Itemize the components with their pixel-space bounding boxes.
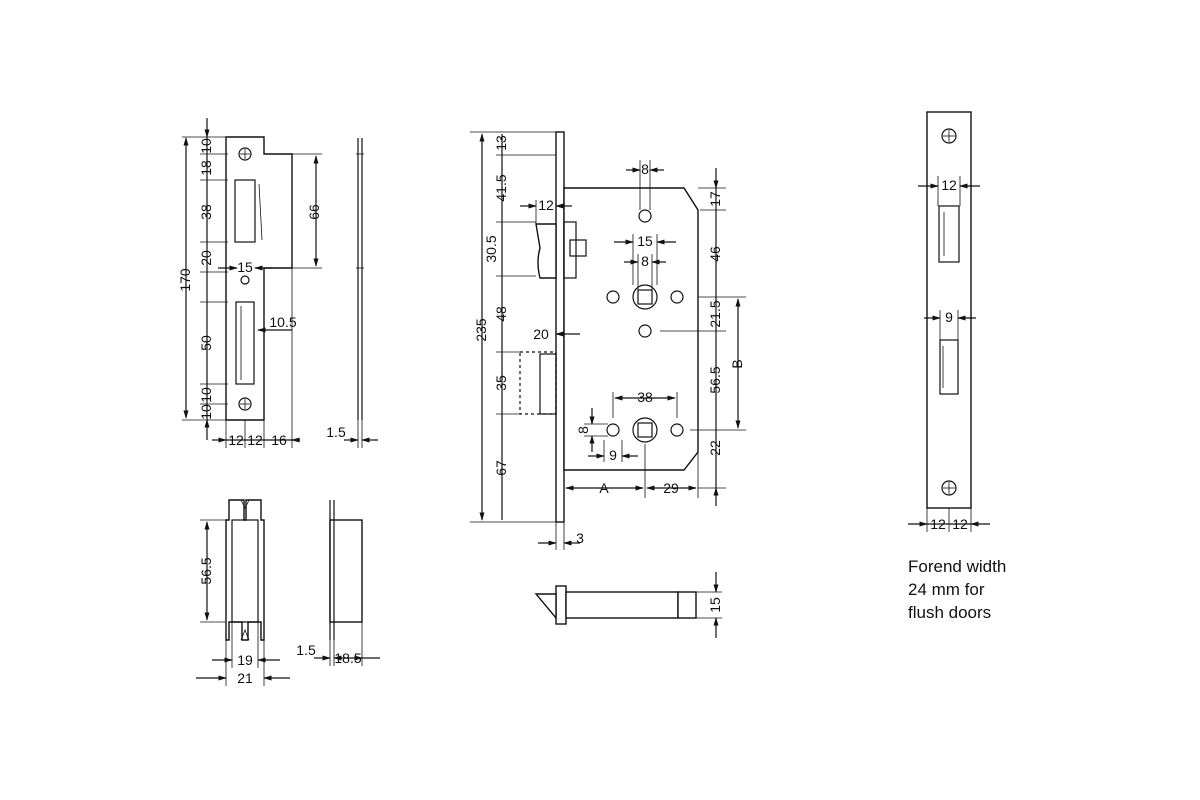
dim-38-lower: 38 bbox=[637, 389, 653, 405]
dim-18: 18 bbox=[198, 160, 214, 176]
dim-8-spindle: 8 bbox=[641, 253, 649, 269]
dim-21-5: 21.5 bbox=[707, 300, 723, 327]
dim-12a: 12 bbox=[228, 432, 244, 448]
dim-13: 13 bbox=[493, 135, 509, 151]
dim-46: 46 bbox=[707, 246, 723, 262]
dim-29: 29 bbox=[663, 480, 679, 496]
keep-box: 56.5 19 21 1.5 18.5 bbox=[196, 499, 380, 686]
dim-12-forend-left: 12 bbox=[930, 516, 946, 532]
dim-20: 20 bbox=[198, 250, 214, 266]
forend-plate: 12 9 12 12 bbox=[908, 111, 990, 532]
dim-21: 21 bbox=[237, 670, 253, 686]
dim-A: A bbox=[599, 480, 609, 496]
dim-12-forend-right: 12 bbox=[952, 516, 968, 532]
dim-22: 22 bbox=[707, 440, 723, 456]
dim-1-5-keep: 1.5 bbox=[296, 642, 316, 658]
dim-170: 170 bbox=[177, 268, 193, 292]
dim-235: 235 bbox=[473, 318, 489, 342]
dim-B: B bbox=[729, 359, 745, 368]
dim-56-5-keep: 56.5 bbox=[198, 557, 214, 584]
dim-15-bolt: 15 bbox=[707, 597, 723, 613]
dim-15: 15 bbox=[237, 259, 253, 275]
dim-12-forend-top: 12 bbox=[941, 177, 957, 193]
dim-17: 17 bbox=[707, 191, 723, 207]
striking-plate: 170 10 18 38 20 50 10 10 66 15 10.5 12 1… bbox=[177, 118, 378, 448]
dim-8-top: 8 bbox=[641, 161, 649, 177]
dim-16: 16 bbox=[271, 432, 287, 448]
dim-35: 35 bbox=[493, 375, 509, 391]
dim-48: 48 bbox=[493, 306, 509, 322]
dim-10-top: 10 bbox=[198, 138, 214, 154]
dim-9: 9 bbox=[609, 447, 617, 463]
dim-9-forend: 9 bbox=[945, 309, 953, 325]
dim-1-5-plate: 1.5 bbox=[326, 424, 346, 440]
dim-50: 50 bbox=[198, 335, 214, 351]
dim-56-5: 56.5 bbox=[707, 366, 723, 393]
lock-body: 235 13 41.5 30.5 48 35 67 12 20 8 15 8 1… bbox=[470, 131, 746, 638]
dim-10-bottom-b: 10 bbox=[198, 404, 214, 420]
dim-10-bottom-a: 10 bbox=[198, 387, 214, 403]
dim-41-5: 41.5 bbox=[493, 174, 509, 201]
dim-38: 38 bbox=[198, 204, 214, 220]
dim-12-latch: 12 bbox=[538, 197, 554, 213]
dim-19: 19 bbox=[237, 652, 253, 668]
dim-3: 3 bbox=[576, 530, 584, 546]
forend-note: Forend width 24 mm for flush doors bbox=[908, 555, 1108, 624]
dim-18-5: 18.5 bbox=[334, 650, 361, 666]
forend-note-line-2: 24 mm for bbox=[908, 580, 985, 599]
dim-8-left: 8 bbox=[575, 426, 591, 434]
dim-15-spindle: 15 bbox=[637, 233, 653, 249]
dim-20-bolt: 20 bbox=[533, 326, 549, 342]
forend-note-line-3: flush doors bbox=[908, 603, 992, 622]
dim-67: 67 bbox=[493, 460, 509, 476]
forend-note-line-1: Forend width bbox=[908, 557, 1007, 576]
dim-66: 66 bbox=[306, 204, 322, 220]
dim-30-5: 30.5 bbox=[483, 235, 499, 262]
dim-12b: 12 bbox=[247, 432, 263, 448]
dim-10-5: 10.5 bbox=[269, 314, 296, 330]
